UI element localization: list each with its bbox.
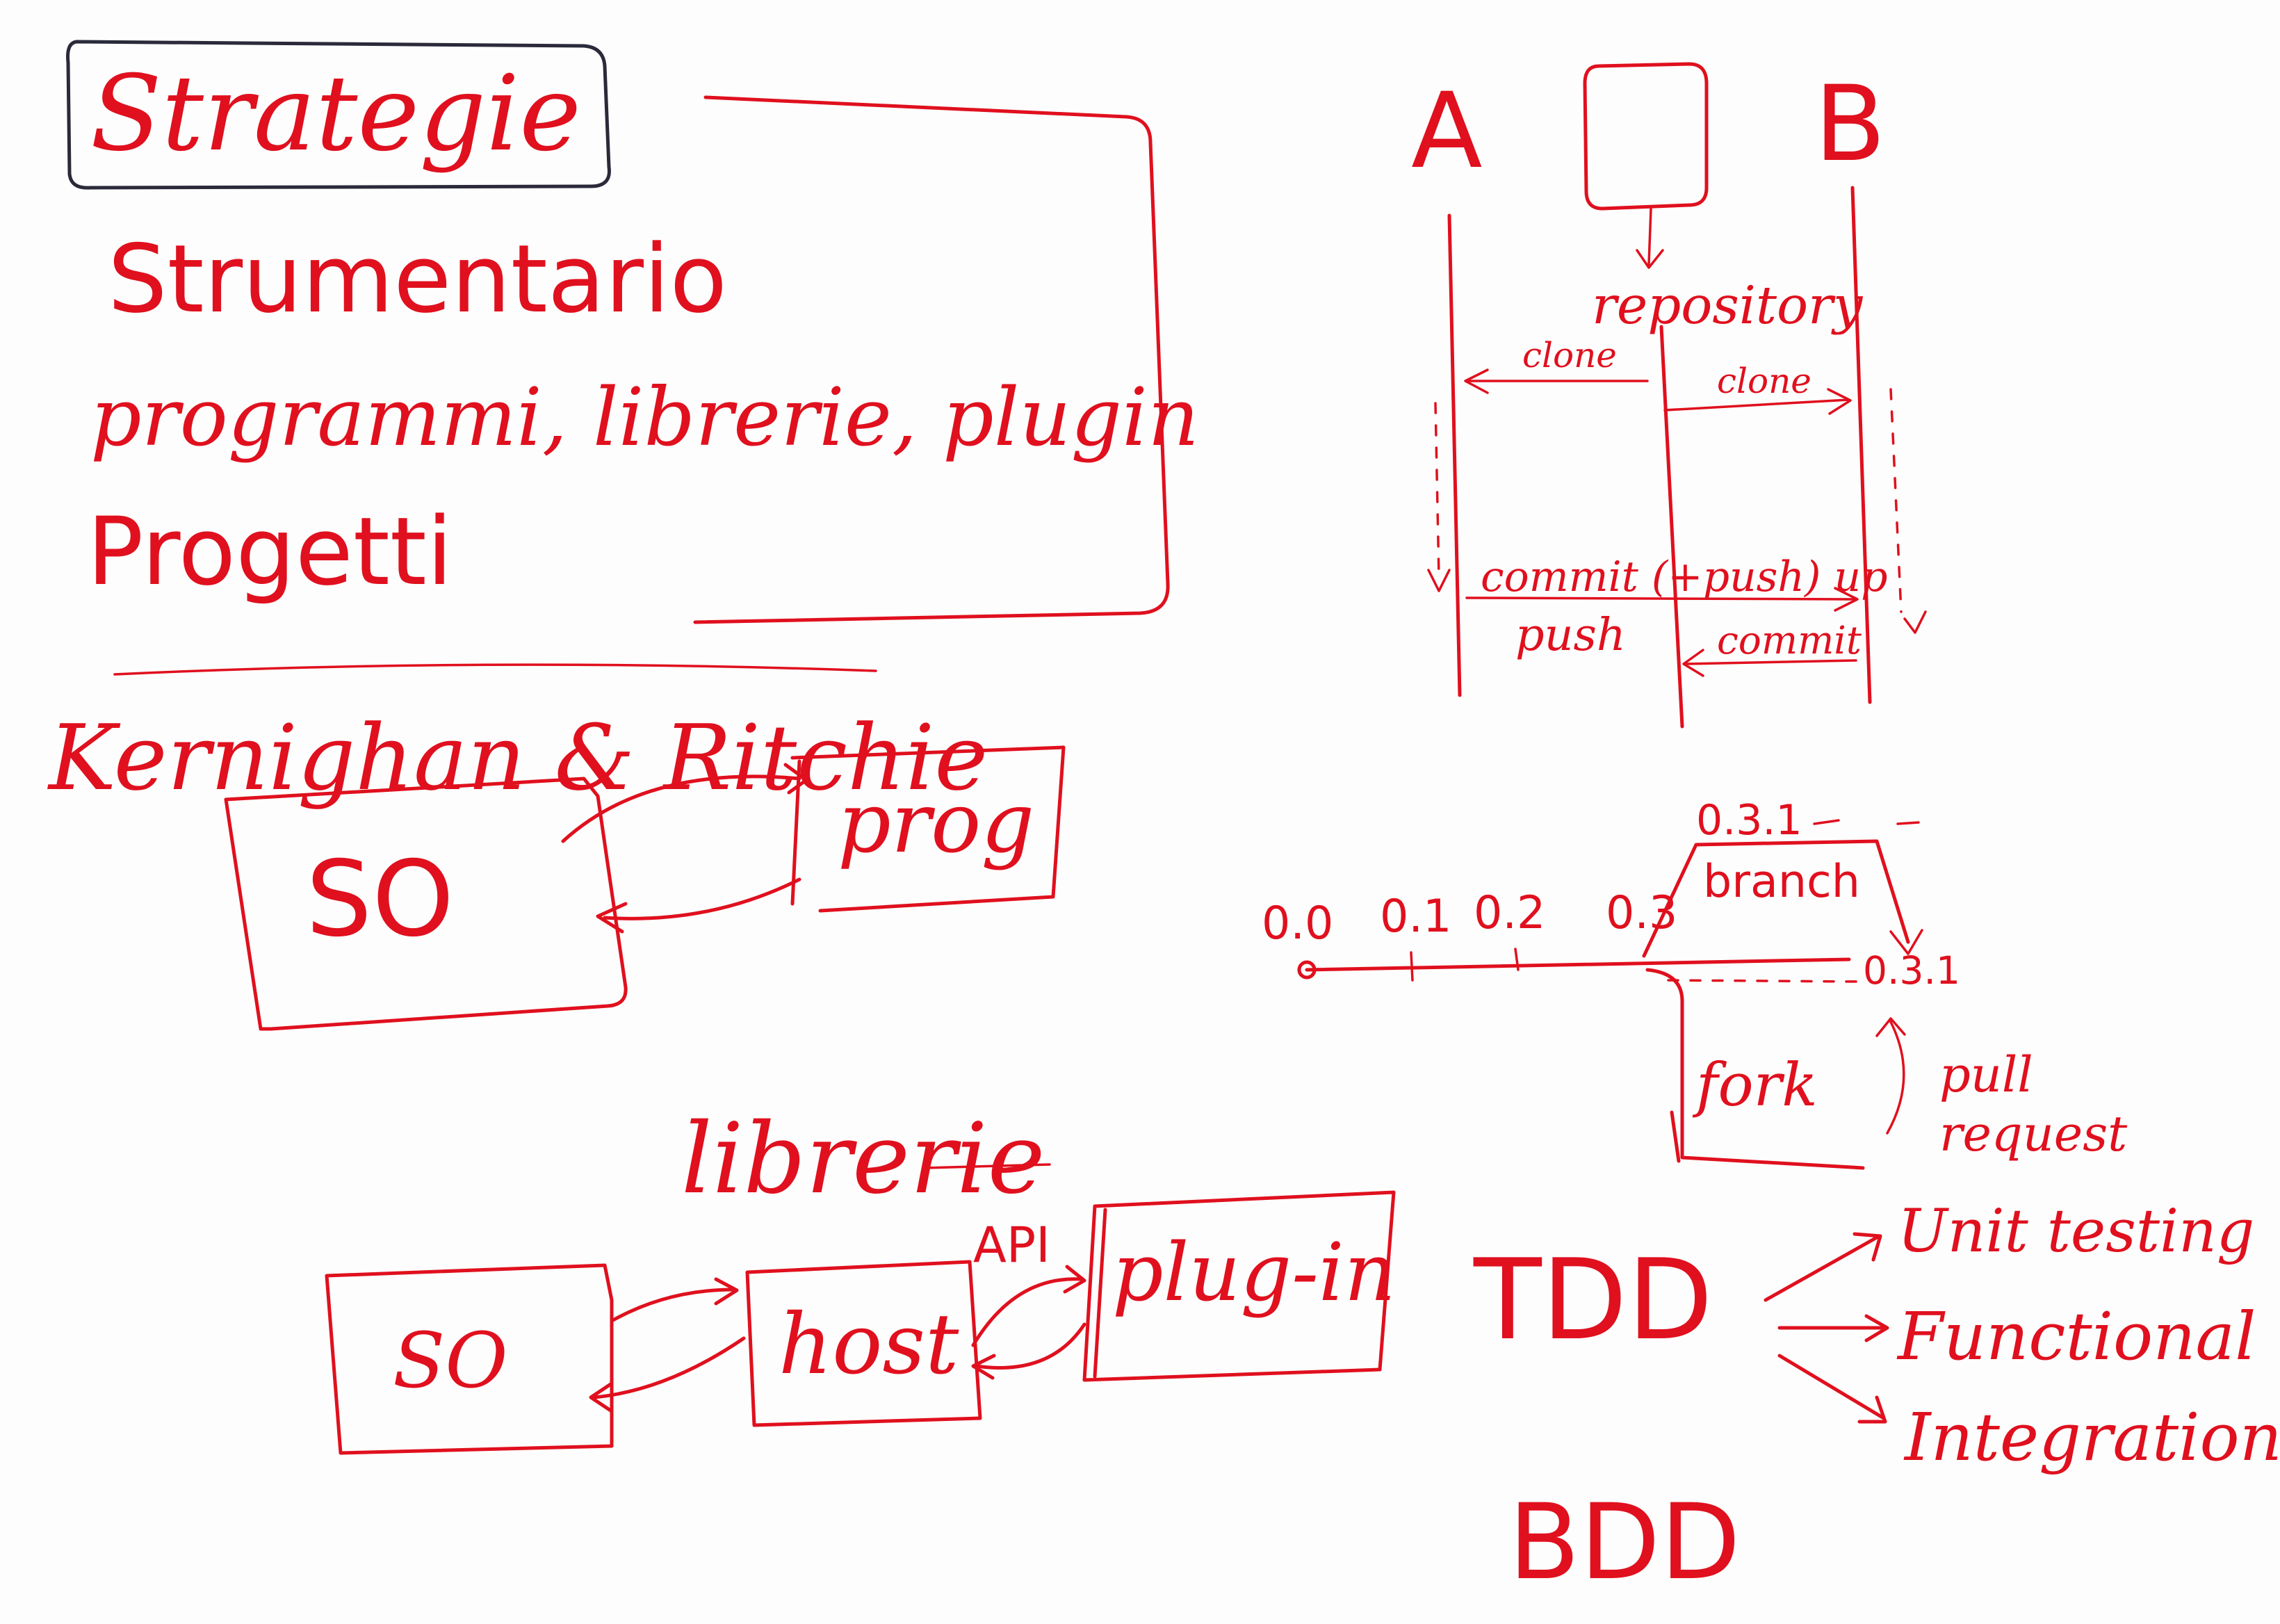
functional-label: Functional <box>1896 1299 2256 1375</box>
clone-arrow-right <box>1663 388 1852 415</box>
branch-merge-dashed <box>1667 979 1864 983</box>
plugin-host-label: host <box>779 1297 959 1393</box>
plugin-arrowhead-host-plugin <box>1063 1265 1086 1294</box>
tdd-arrow-unit <box>1764 1232 1882 1302</box>
kr-arrow-to-so <box>603 877 801 920</box>
version-02: 0.2 <box>1474 887 1545 939</box>
commit-push-label: commit (+push) up <box>1481 553 1888 601</box>
kr-prog-label: prog <box>838 775 1034 872</box>
plugin-arrowhead-host-so <box>589 1381 614 1413</box>
clone-arrow-left <box>1464 368 1649 394</box>
plugin-arrow-host-so <box>592 1336 746 1399</box>
note-progetti: Progetti <box>87 497 453 606</box>
branch-up-line <box>1642 839 1910 958</box>
commit-arrow-left <box>1682 649 1857 677</box>
clone-left-label: clone <box>1522 335 1617 375</box>
version-031-top: 0.3.1 <box>1696 796 1802 845</box>
librerie-underline <box>923 1163 1051 1169</box>
push-label: push <box>1515 609 1626 661</box>
title-frame <box>66 40 611 190</box>
a-local-arrowhead <box>1427 569 1451 592</box>
plugin-so-label: SO <box>393 1316 508 1405</box>
kr-arrow-to-prog <box>561 774 801 843</box>
lifeline-repo <box>1659 325 1684 729</box>
plugin-arrow-host-plugin <box>971 1277 1083 1347</box>
kr-so-label: SO <box>306 839 454 960</box>
notes-bracket <box>693 95 1170 624</box>
kr-arrowhead-to-so <box>596 902 628 934</box>
note-strumentario: Strumentario <box>108 225 727 334</box>
repo-actor-a: A <box>1411 71 1483 192</box>
fork-label: fork <box>1692 1051 1818 1120</box>
b-local-dashed <box>1889 388 1903 613</box>
tdd-arrow-functional <box>1777 1314 1889 1342</box>
plugin-arrowhead-plugin-host <box>971 1354 996 1380</box>
repo-label: repository <box>1592 275 1864 336</box>
bdd-label: BDD <box>1508 1482 1741 1603</box>
pull-label: pull <box>1939 1046 2033 1103</box>
version-031-bottom: 0.3.1 <box>1863 948 1960 993</box>
tdd-label: TDD <box>1473 1235 1713 1365</box>
plugin-so-box <box>325 1263 614 1455</box>
pull-request-arrow <box>1875 1017 1906 1135</box>
repo-actor-b: B <box>1814 64 1886 185</box>
lifeline-a <box>1447 213 1462 697</box>
note-librerie: librerie <box>681 1103 1045 1216</box>
plugin-plugin-label: plug-in <box>1112 1226 1396 1320</box>
timeline-tick-01 <box>1410 951 1414 982</box>
plugin-arrow-plugin-host <box>975 1322 1086 1370</box>
plugin-host-box <box>745 1260 982 1427</box>
kr-arrowhead-to-prog <box>783 763 808 795</box>
tdd-arrow-integration <box>1777 1354 1887 1424</box>
note-programmi: programmi, librerie, plugin <box>90 371 1199 464</box>
clone-right-label: clone <box>1717 361 1811 401</box>
plugin-plugin-box <box>1082 1190 1396 1382</box>
request-label: request <box>1939 1105 2128 1162</box>
kr-so-box <box>224 777 628 1031</box>
repo-box <box>1583 62 1709 211</box>
title-strategie: Strategie <box>90 54 581 174</box>
version-01: 0.1 <box>1380 891 1451 943</box>
plugin-arrowhead-so-host <box>714 1277 739 1306</box>
fork-box <box>1645 968 1865 1170</box>
b-local-arrowhead <box>1903 610 1927 634</box>
unit-testing-label: Unit testing <box>1898 1197 2254 1266</box>
a-local-dashed <box>1434 402 1440 578</box>
plugin-api-label: API <box>973 1217 1050 1274</box>
integration-label: Integration <box>1903 1399 2280 1476</box>
timeline-tick-02 <box>1514 948 1520 971</box>
lifeline-b <box>1850 186 1872 704</box>
plugin-arrow-so-host <box>610 1288 735 1323</box>
version-00: 0.0 <box>1262 898 1333 950</box>
commit-label: commit <box>1717 618 1862 663</box>
branch-label: branch <box>1703 856 1860 908</box>
version-031-dash <box>1813 819 1920 825</box>
commit-push-arrow <box>1465 587 1859 612</box>
timeline <box>1305 957 1851 972</box>
notes-divider <box>113 663 877 676</box>
version-03: 0.3 <box>1606 887 1677 939</box>
repo-box-arrow <box>1636 207 1664 269</box>
branch-arrowhead <box>1889 929 1923 955</box>
